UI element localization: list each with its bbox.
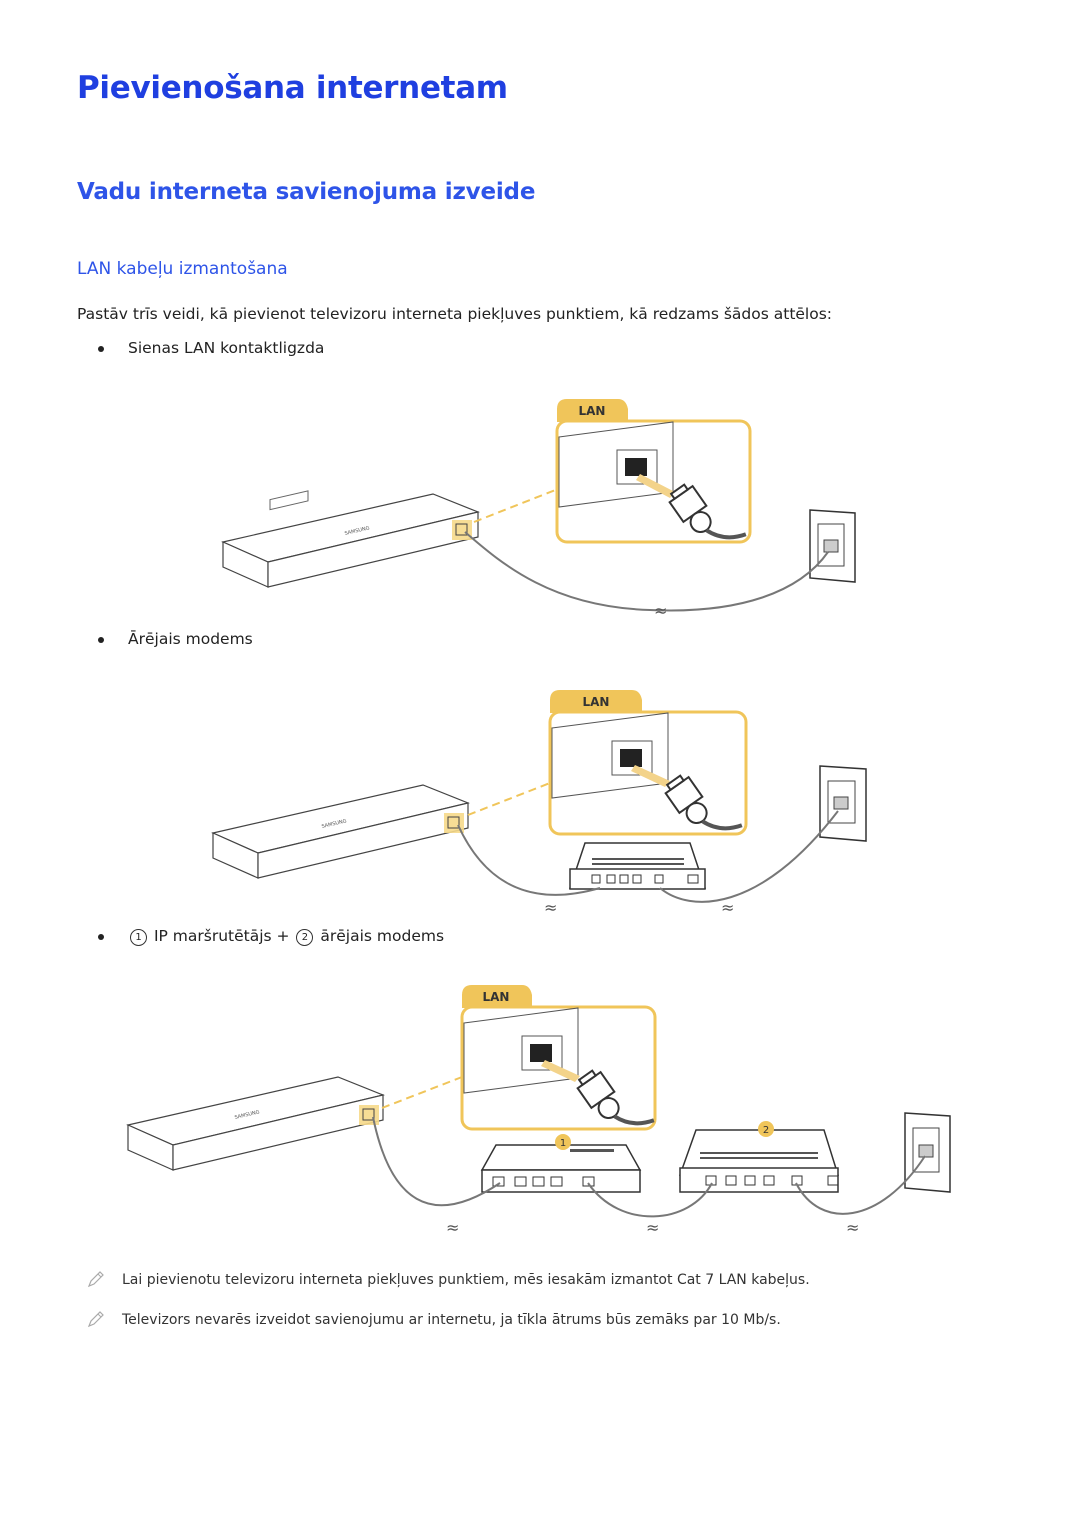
ip-router: 1 xyxy=(480,1134,642,1193)
svg-text:≈: ≈ xyxy=(846,1218,859,1237)
wall-socket xyxy=(819,765,867,842)
modem-number: 2 xyxy=(763,1125,769,1136)
pencil-icon xyxy=(87,1311,104,1328)
svg-text:≈: ≈ xyxy=(544,898,557,917)
bullet-dot xyxy=(98,637,104,643)
diagram-router-modem: SAMSUNG LAN 1 xyxy=(126,985,951,1237)
wall-socket xyxy=(904,1112,951,1193)
device-brand: SAMSUNG xyxy=(321,818,347,830)
lan-callout: LAN xyxy=(548,690,748,836)
bullet-part-modem: ārējais modems xyxy=(320,927,445,945)
section-title: Vadu interneta savienojuma izveide xyxy=(77,179,536,205)
number-badge: 2 xyxy=(296,929,314,946)
diagram-wall-lan: SAMSUNG LAN ≈ xyxy=(221,399,856,620)
svg-text:≈: ≈ xyxy=(654,601,667,620)
bullet-text: Ārējais modems xyxy=(128,630,253,648)
lan-label: LAN xyxy=(483,990,510,1004)
tv-connect-box: SAMSUNG xyxy=(126,1076,385,1171)
page-title: Pievienošana internetam xyxy=(77,70,508,106)
svg-text:≈: ≈ xyxy=(721,898,734,917)
lan-label: LAN xyxy=(583,695,610,709)
bullet-text: Sienas LAN kontaktligzda xyxy=(128,339,325,357)
lan-callout: LAN xyxy=(555,399,752,544)
external-modem xyxy=(568,842,707,890)
subsection-title: LAN kabeļu izmantošana xyxy=(77,259,288,279)
bullet-dot xyxy=(98,346,104,352)
intro-paragraph: Pastāv trīs veidi, kā pievienot televizo… xyxy=(77,305,833,323)
bullet-part-router: IP maršrutētājs + xyxy=(153,927,290,945)
note-text: Televizors nevarēs izveidot savienojumu … xyxy=(122,1312,781,1328)
tv-connect-box: SAMSUNG xyxy=(211,784,470,879)
diagram-external-modem: SAMSUNG LAN ≈ xyxy=(211,690,867,917)
note-text: Lai pievienotu televizoru interneta piek… xyxy=(122,1272,810,1288)
svg-text:≈: ≈ xyxy=(646,1218,659,1237)
device-brand: SAMSUNG xyxy=(234,1109,260,1121)
device-brand: SAMSUNG xyxy=(344,525,370,537)
external-modem: 2 xyxy=(678,1121,840,1193)
bullet-text: 1 IP maršrutētājs + 2 ārējais modems xyxy=(128,927,444,946)
lan-label: LAN xyxy=(579,404,606,418)
router-number: 1 xyxy=(560,1138,566,1149)
lan-callout: LAN xyxy=(460,985,657,1131)
number-badge: 1 xyxy=(130,929,147,946)
svg-text:≈: ≈ xyxy=(446,1218,459,1237)
tv-connect-box: SAMSUNG xyxy=(221,490,480,588)
bullet-dot xyxy=(98,934,104,940)
wall-socket xyxy=(809,509,856,583)
pencil-icon xyxy=(87,1271,104,1288)
